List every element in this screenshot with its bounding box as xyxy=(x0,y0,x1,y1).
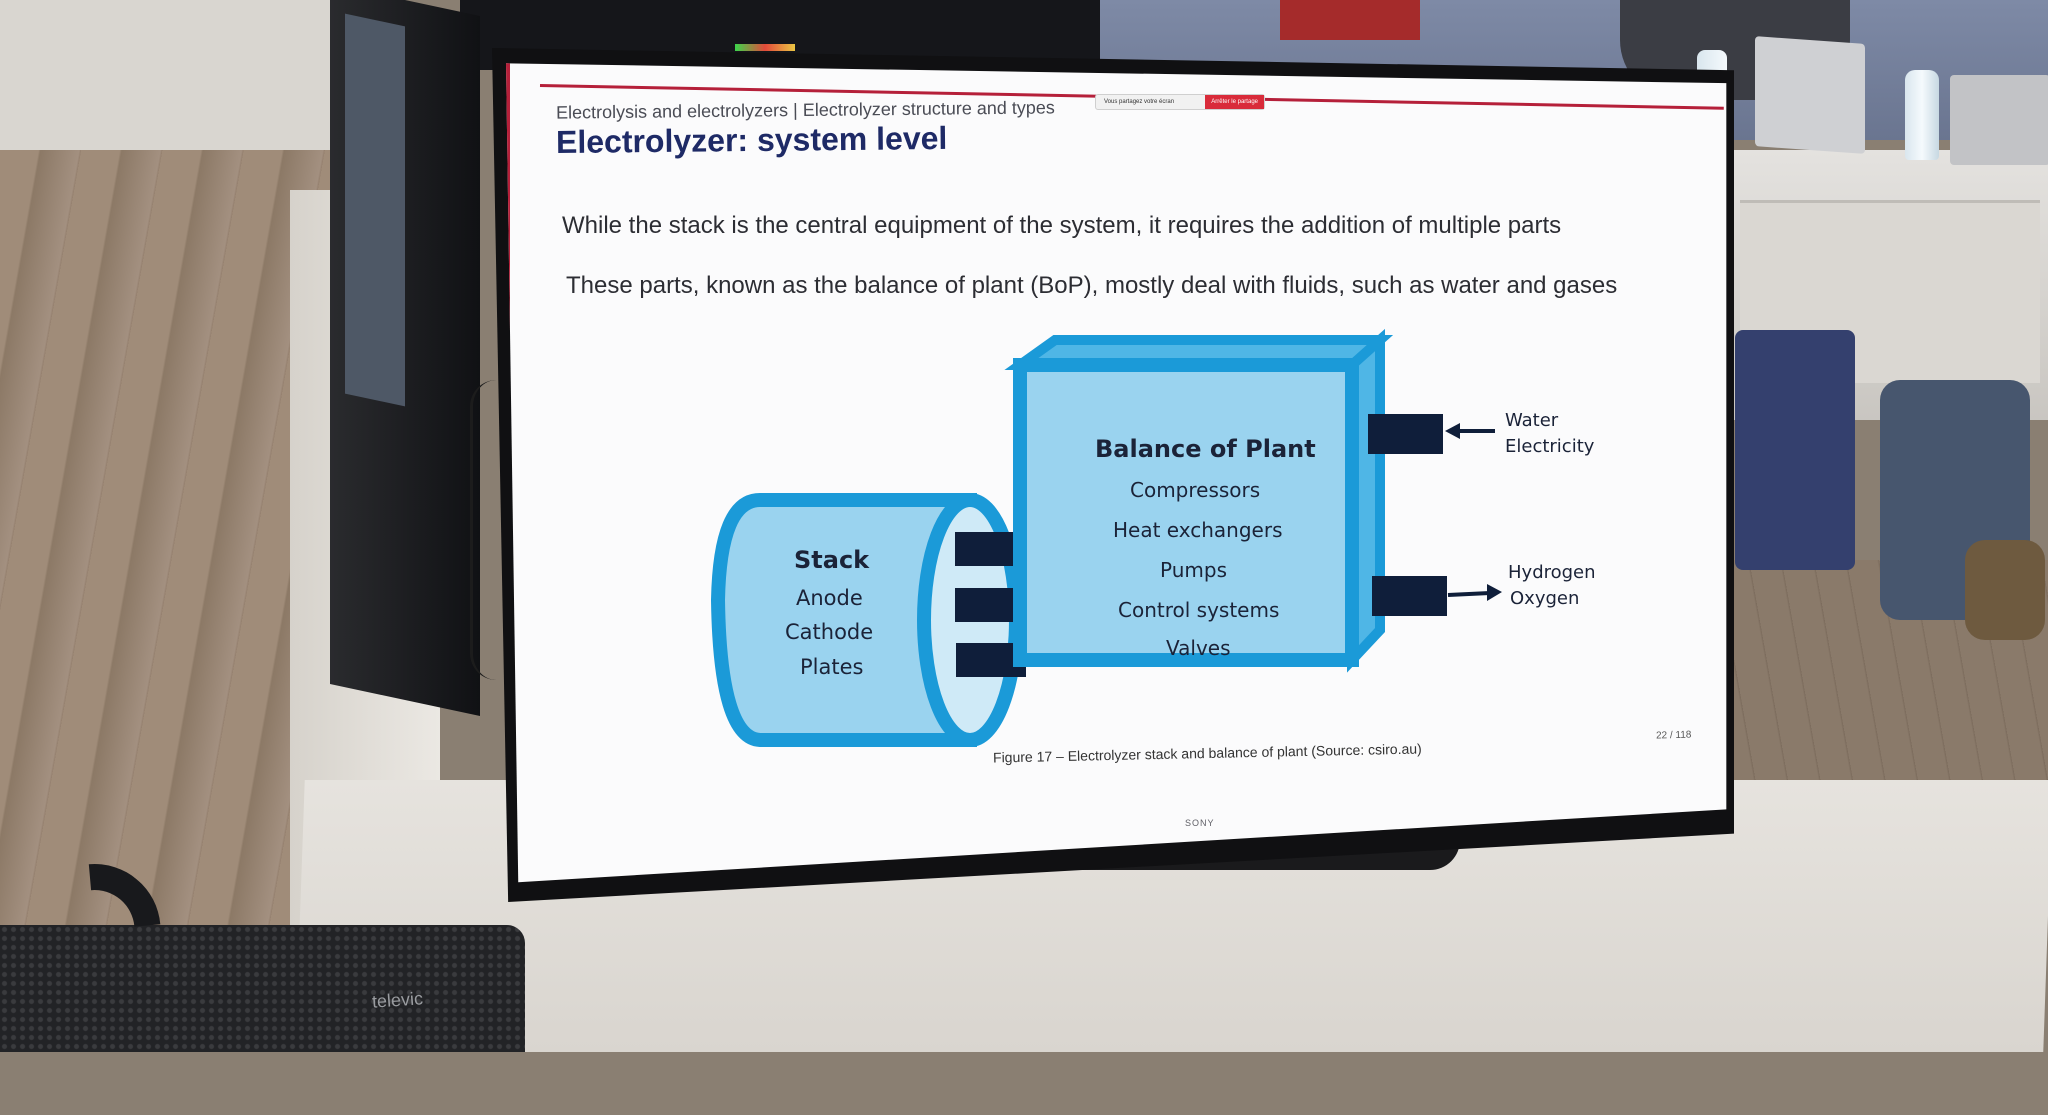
bop-item-valves: Valves xyxy=(1166,636,1231,660)
microphone-brand-logo: televic xyxy=(371,988,424,1012)
diagram-svg xyxy=(710,328,1502,747)
bop-item-pumps: Pumps xyxy=(1160,558,1227,582)
stack-item-plates: Plates xyxy=(800,655,864,679)
output-oxygen: Oxygen xyxy=(1510,588,1580,609)
tv-brand-logo: SONY xyxy=(1185,818,1215,828)
output-connector xyxy=(1372,576,1447,616)
screen-share-bar: Vous partagez votre écran Arrêter le par… xyxy=(1095,94,1265,110)
microphone-base xyxy=(0,925,525,1052)
bop-item-control-systems: Control systems xyxy=(1118,598,1280,622)
shoe xyxy=(1965,540,2045,640)
slide-text-line-2: These parts, known as the balance of pla… xyxy=(566,272,1618,299)
bop-box xyxy=(1004,328,1394,673)
screen-share-text: Vous partagez votre écran xyxy=(1104,99,1175,105)
input-water: Water xyxy=(1505,410,1559,431)
back-wall-left xyxy=(0,0,340,160)
slide-text-line-1: While the stack is the central equipment… xyxy=(562,212,1562,239)
slide-title: Electrolyzer: system level xyxy=(555,119,948,161)
laptop-2 xyxy=(1950,75,2048,165)
status-led xyxy=(735,44,795,51)
input-electricity: Electricity xyxy=(1505,436,1595,457)
output-hydrogen: Hydrogen xyxy=(1508,562,1596,583)
stack-item-cathode: Cathode xyxy=(785,620,874,644)
input-connector xyxy=(1368,414,1443,454)
person-red-shirt xyxy=(1280,0,1420,40)
stop-sharing-button[interactable]: Arrêter le partage xyxy=(1205,95,1264,109)
chair xyxy=(1735,330,1855,570)
bop-title: Balance of Plant xyxy=(1095,435,1316,463)
side-monitor-screen xyxy=(345,13,405,407)
page-number: 22 / 118 xyxy=(1655,729,1692,742)
stack-title: Stack xyxy=(794,546,870,574)
bop-item-compressors: Compressors xyxy=(1130,478,1261,502)
electrolyzer-diagram: Stack Anode Cathode Plates Balance of Pl… xyxy=(700,328,1660,770)
room-background xyxy=(0,0,2048,1052)
stack-item-anode: Anode xyxy=(796,586,863,610)
laptop xyxy=(1755,36,1865,154)
bop-item-heat-exchangers: Heat exchangers xyxy=(1113,518,1283,542)
cables xyxy=(470,380,523,680)
water-bottle xyxy=(1905,70,1939,160)
output-arrow xyxy=(1447,591,1491,597)
